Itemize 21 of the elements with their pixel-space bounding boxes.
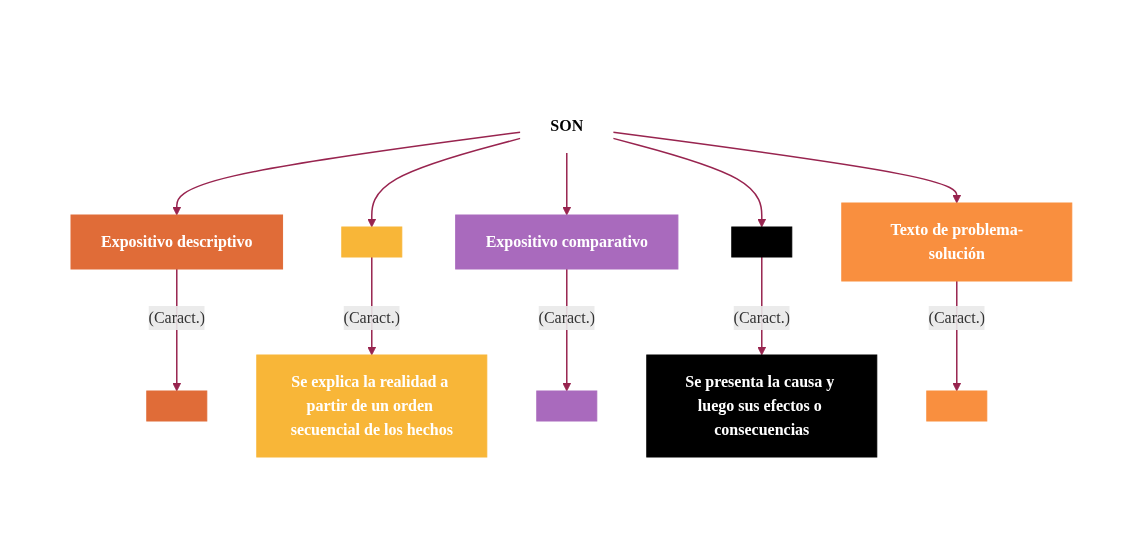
edge-label: (Caract.) bbox=[928, 308, 985, 326]
edge-label: (Caract.) bbox=[733, 308, 790, 326]
node-box bbox=[730, 226, 792, 257]
node-text: SON bbox=[549, 116, 583, 134]
node-box bbox=[535, 390, 597, 421]
node-box: Se presenta la causa y luego sus efectos o consecuencias bbox=[645, 354, 877, 457]
arrow bbox=[367, 137, 521, 227]
node-box: Se explica la realidad a partir de un orden secuencial de los hechos bbox=[255, 354, 487, 457]
arrow bbox=[172, 130, 521, 215]
node-box bbox=[340, 226, 402, 257]
edge-label: (Caract.) bbox=[148, 308, 205, 326]
edge-label: (Caract.) bbox=[343, 308, 400, 326]
arrow bbox=[612, 137, 766, 227]
edge-label: (Caract.) bbox=[538, 308, 595, 326]
node-box: Texto de problema-solución bbox=[840, 202, 1072, 281]
node-box: Expositivo comparativo bbox=[454, 214, 678, 269]
node-box bbox=[925, 390, 987, 421]
arrow bbox=[612, 130, 961, 203]
node-box: Expositivo descriptivo bbox=[70, 214, 283, 269]
arrow bbox=[562, 151, 571, 215]
node-box bbox=[145, 390, 207, 421]
